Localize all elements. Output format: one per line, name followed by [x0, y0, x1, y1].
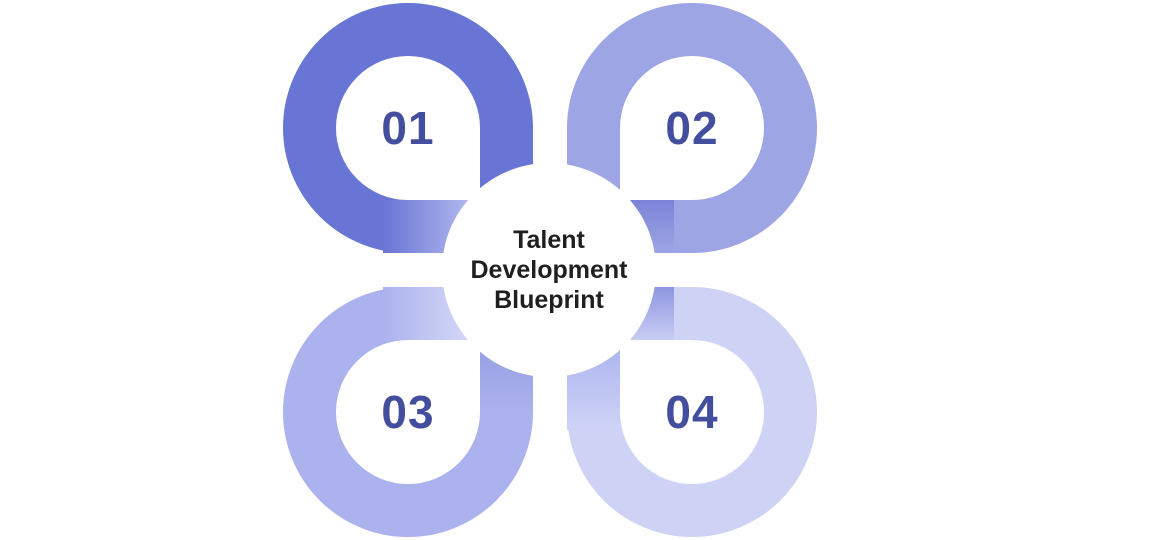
- center-circle: Talent Development Blueprint: [442, 163, 656, 377]
- step-number-02: 02: [665, 102, 719, 154]
- diagram-title: Talent Development Blueprint: [471, 225, 628, 315]
- title-line-3: Blueprint: [494, 286, 604, 314]
- step-number-01: 01: [381, 102, 435, 154]
- step-number-03: 03: [381, 386, 435, 438]
- step-number-04: 04: [665, 386, 719, 438]
- title-line-2: Development: [470, 256, 628, 284]
- title-line-1: Talent: [513, 226, 585, 254]
- loop-step-01: 01: [283, 3, 533, 253]
